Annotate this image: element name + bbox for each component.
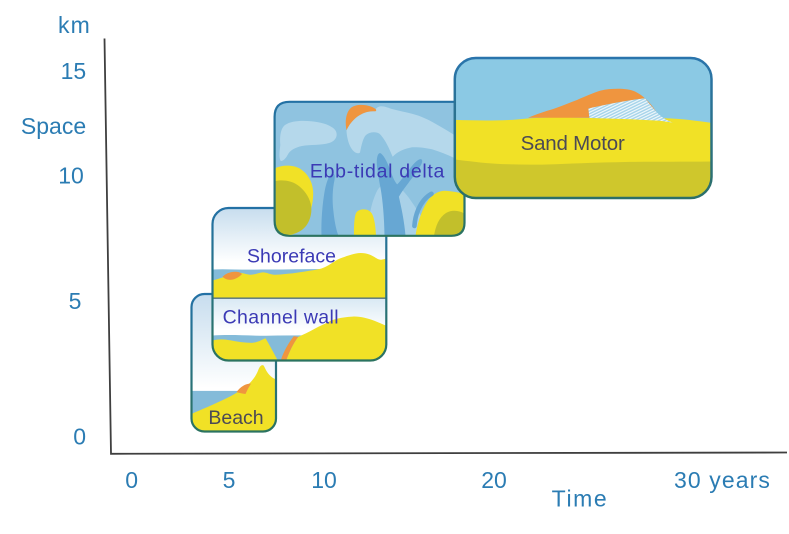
svg-text:10: 10 bbox=[311, 467, 337, 493]
svg-text:20: 20 bbox=[481, 467, 507, 493]
svg-text:10: 10 bbox=[58, 163, 84, 189]
svg-text:5: 5 bbox=[69, 288, 82, 314]
svg-text:Ebb-tidal delta: Ebb-tidal delta bbox=[310, 161, 445, 183]
svg-text:Channel wall: Channel wall bbox=[223, 307, 339, 329]
svg-text:0: 0 bbox=[125, 467, 138, 493]
svg-text:5: 5 bbox=[223, 467, 236, 493]
svg-text:Space: Space bbox=[21, 113, 86, 139]
svg-text:30 years: 30 years bbox=[674, 467, 771, 493]
svg-text:0: 0 bbox=[73, 424, 86, 450]
svg-text:Shoreface: Shoreface bbox=[247, 246, 336, 268]
svg-text:15: 15 bbox=[61, 58, 87, 84]
svg-text:Beach: Beach bbox=[208, 407, 263, 429]
svg-text:km: km bbox=[58, 12, 91, 38]
svg-text:Time: Time bbox=[552, 486, 609, 512]
svg-text:Sand Motor: Sand Motor bbox=[521, 132, 625, 155]
